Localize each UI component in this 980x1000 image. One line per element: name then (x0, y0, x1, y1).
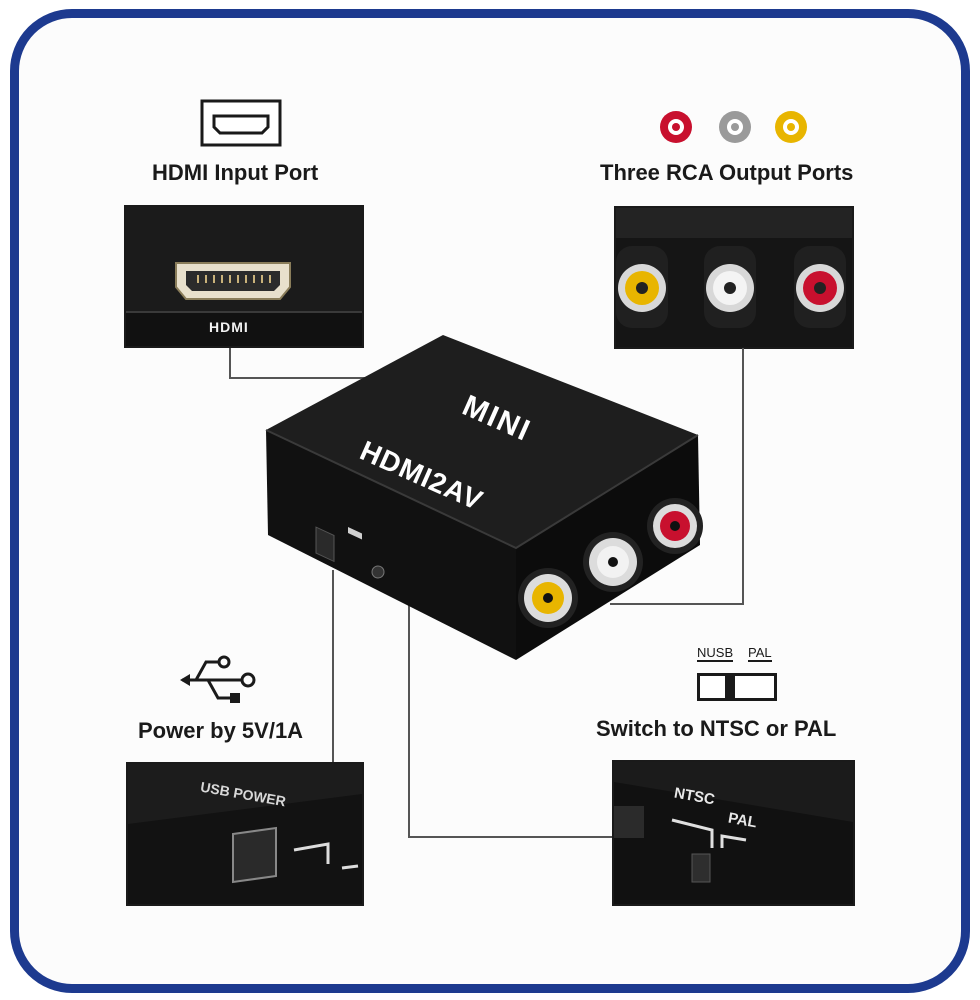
connector-line (229, 348, 231, 378)
switch-right-label: PAL (748, 645, 772, 662)
ntsc-pal-switch-closeup: NTSC PAL (612, 760, 855, 906)
rca-output-title: Three RCA Output Ports (600, 160, 854, 185)
power-title: Power by 5V/1A (138, 718, 304, 743)
connector-line (332, 570, 334, 764)
switch-left-label: NUSB (697, 645, 734, 662)
rca-dots-icon (655, 106, 815, 153)
hdmi-port-closeup: HDMI (124, 205, 364, 348)
connector-line (408, 836, 614, 838)
hdmi-port-label: HDMI (209, 319, 249, 335)
rca-ports-closeup (614, 206, 854, 349)
toggle-switch-icon (697, 673, 777, 706)
connector-line (229, 377, 369, 379)
connector-line (742, 348, 744, 605)
hdmi2av-converter-device: MINI HDMI2AV (258, 330, 708, 675)
usb-power-closeup: USB POWER (126, 762, 364, 906)
hdmi-input-title: HDMI Input Port (152, 160, 319, 185)
usb-icon (178, 652, 256, 713)
connector-line (610, 603, 744, 605)
connector-line (408, 580, 410, 837)
hdmi-port-icon (200, 99, 282, 152)
switch-title: Switch to NTSC or PAL (596, 716, 837, 741)
